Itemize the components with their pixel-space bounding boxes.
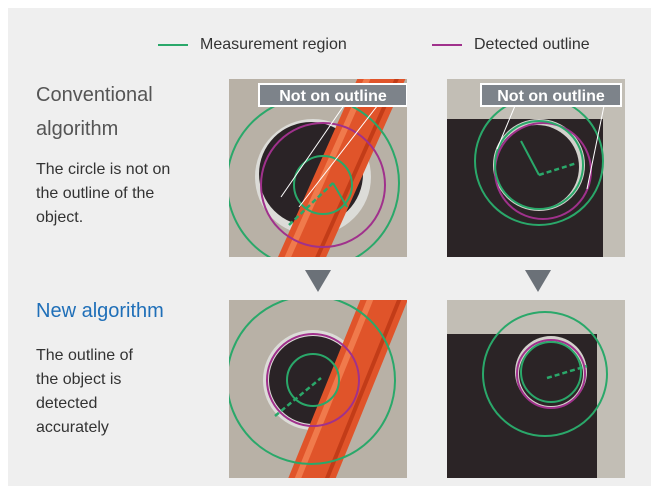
photo-conventional-corner: Not on outline: [447, 79, 625, 257]
legend-measurement: Measurement region: [158, 36, 347, 54]
conventional-title: Conventional algorithm: [36, 84, 153, 140]
photo-new-orange: [229, 300, 407, 478]
conventional-description: The circle is not on the outline of the …: [36, 161, 171, 226]
detected-legend-swatch: [432, 44, 462, 46]
down-arrow-right: [525, 270, 551, 292]
detected-legend-label: Detected outline: [474, 36, 590, 53]
photo-conventional-orange: Not on outline: [229, 79, 407, 257]
measurement-legend-label: Measurement region: [200, 36, 347, 53]
callout-label-2: Not on outline: [497, 88, 605, 105]
new-algorithm-description: The outline of the object is detected ac…: [36, 347, 133, 436]
down-arrow-left: [305, 270, 331, 292]
legend-detected: Detected outline: [432, 36, 590, 54]
photo-new-corner: [447, 300, 625, 478]
measurement-legend-swatch: [158, 44, 188, 46]
callout-label-1: Not on outline: [279, 88, 387, 105]
new-algorithm-title: New algorithm: [36, 300, 164, 322]
